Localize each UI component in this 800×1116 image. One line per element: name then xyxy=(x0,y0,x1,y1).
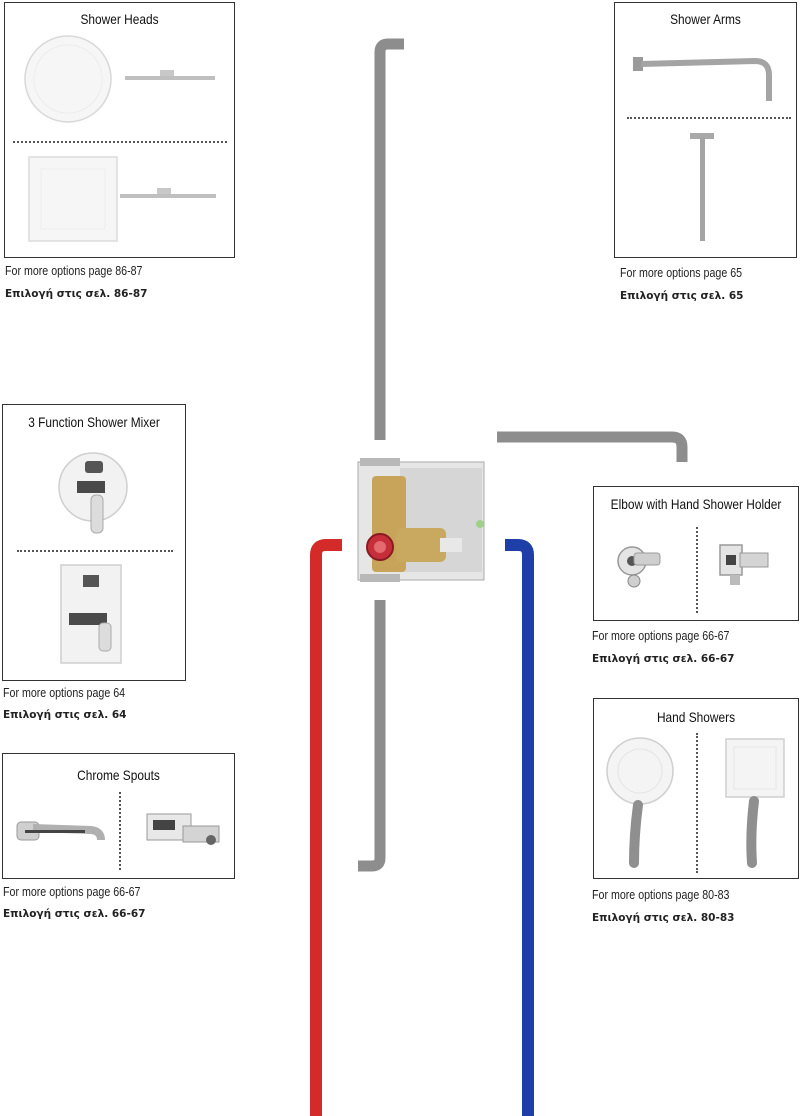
divider xyxy=(13,141,227,143)
elbow-holder-title: Elbow with Hand Shower Holder xyxy=(610,496,782,512)
shower-mixer-options-gr: Επιλογή στις σελ. 64 xyxy=(3,709,127,721)
shower-heads-panel: Shower Heads xyxy=(4,2,235,258)
round-hand-shower-icon xyxy=(606,737,674,868)
chrome-spouts-options-gr: Επιλογή στις σελ. 66-67 xyxy=(3,908,146,920)
concealed-valve-body xyxy=(357,458,485,582)
round-spout-icon xyxy=(16,821,105,841)
lower-grey-pipe xyxy=(358,600,386,872)
divider xyxy=(696,527,698,613)
shower-heads-options-gr: Επιλογή στις σελ. 86-87 xyxy=(5,288,148,300)
shower-mixer-title: 3 Function Shower Mixer xyxy=(28,414,160,430)
divider xyxy=(627,117,791,119)
hand-showers-panel: Hand Showers xyxy=(593,698,799,879)
round-elbow-holder-icon xyxy=(617,546,661,588)
shower-arms-options-gr: Επιλογή στις σελ. 65 xyxy=(620,290,744,302)
chrome-spouts-options-en: For more options page 66-67 xyxy=(3,884,141,899)
chrome-spouts-title: Chrome Spouts xyxy=(77,767,160,783)
square-mixer-plate-icon xyxy=(60,564,122,664)
wall-shower-arm-icon xyxy=(633,57,772,101)
elbow-holder-options-gr: Επιλογή στις σελ. 66-67 xyxy=(592,653,735,665)
hand-showers-options-gr: Επιλογή στις σελ. 80-83 xyxy=(592,912,735,924)
round-mixer-plate-icon xyxy=(58,452,128,534)
shower-mixer-options-en: For more options page 64 xyxy=(3,685,126,700)
shower-arms-panel: Shower Arms xyxy=(614,2,797,258)
elbow-holder-options-en: For more options page 66-67 xyxy=(592,628,730,643)
indicator-light xyxy=(476,520,484,528)
divider xyxy=(17,550,173,552)
elbow-holder-panel: Elbow with Hand Shower Holder xyxy=(593,486,799,621)
shower-heads-options-en: For more options page 86-87 xyxy=(5,263,143,278)
divider xyxy=(696,733,698,873)
divider xyxy=(119,792,121,870)
hot-water-pipe xyxy=(310,539,342,1116)
square-spout-icon xyxy=(146,813,220,845)
square-elbow-holder-icon xyxy=(719,544,769,585)
upper-grey-pipe xyxy=(374,38,404,440)
shower-arms-title: Shower Arms xyxy=(670,11,741,27)
square-shower-head-icon xyxy=(28,156,216,242)
shower-heads-title: Shower Heads xyxy=(80,11,159,27)
right-grey-pipe xyxy=(497,431,688,462)
ceiling-shower-arm-icon xyxy=(690,133,714,241)
chrome-spouts-panel: Chrome Spouts xyxy=(2,753,235,879)
round-shower-head-icon xyxy=(24,35,215,123)
square-hand-shower-icon xyxy=(725,738,785,868)
shower-arms-options-en: For more options page 65 xyxy=(620,265,743,280)
shower-mixer-panel: 3 Function Shower Mixer xyxy=(2,404,186,681)
hand-showers-title: Hand Showers xyxy=(656,709,736,725)
cold-water-pipe xyxy=(505,539,534,1116)
hand-showers-options-en: For more options page 80-83 xyxy=(592,887,730,902)
